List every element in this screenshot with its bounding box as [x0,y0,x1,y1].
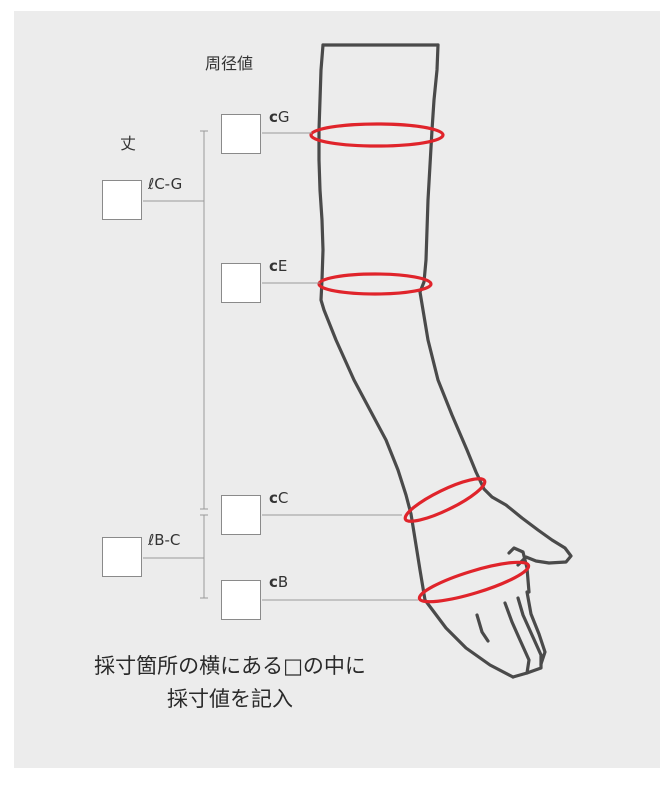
label-cc: cC [269,489,289,507]
finger-crease [475,613,490,643]
label-cg: cG [269,108,290,126]
label-ce: cE [269,257,288,275]
instruction-line-1: 採寸箇所の横にある□の中に [94,654,366,678]
ring-cc [403,477,487,523]
finger-3 [525,590,547,666]
instruction-text: 採寸箇所の横にある□の中に 採寸値を記入 [40,650,420,716]
length-heading: 丈 [120,134,137,153]
finger-2 [516,596,543,675]
input-box-lcg[interactable] [102,180,142,220]
diagram-panel [14,11,660,768]
input-box-cg[interactable] [221,114,261,154]
label-lcg: ℓC-G [148,175,183,193]
circumference-heading: 周径値 [205,54,254,73]
input-box-lbc[interactable] [102,537,142,577]
ring-cb [417,560,531,604]
ring-ce [317,272,433,296]
arm-outline-left [317,43,515,679]
input-box-ce[interactable] [221,263,261,303]
arm-outline-right [418,43,573,567]
input-box-cb[interactable] [221,580,261,620]
label-lbc: ℓB-C [148,531,181,549]
label-cb: cB [269,573,289,591]
finger-1 [503,601,531,679]
input-box-cc[interactable] [221,495,261,535]
finger-4 [507,546,531,594]
ring-cg [309,122,445,148]
instruction-line-2: 採寸値を記入 [167,687,293,711]
